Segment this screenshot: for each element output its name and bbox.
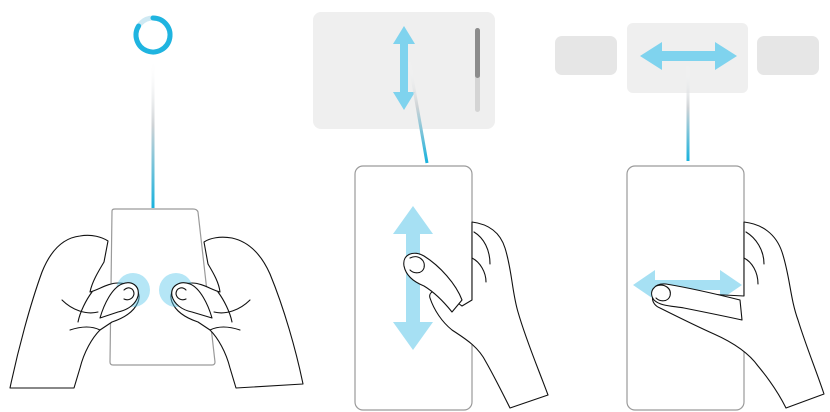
leader-line bbox=[686, 64, 690, 161]
handheld-device bbox=[109, 208, 216, 366]
horizontal-scroll-arrow-icon bbox=[640, 42, 737, 70]
panel-vertical-swipe bbox=[313, 12, 549, 411]
horizontal-swipe-arrow-icon bbox=[633, 270, 742, 300]
leader-line bbox=[151, 58, 155, 208]
ring-indicator-progress bbox=[133, 15, 173, 55]
swipe-thumbnail bbox=[655, 284, 671, 302]
carousel-item-prev bbox=[555, 36, 617, 75]
panel-horizontal-swipe bbox=[555, 23, 825, 411]
vertical-scroll-arrow-icon bbox=[393, 26, 415, 110]
left-thumb bbox=[99, 282, 139, 319]
swipe-thumbnail bbox=[409, 256, 425, 274]
left-hand-fold bbox=[61, 291, 101, 331]
swipe-thumb bbox=[403, 252, 463, 313]
right-hand bbox=[170, 236, 304, 389]
holding-hand-fold bbox=[743, 231, 765, 285]
swipe-thumb bbox=[651, 283, 743, 321]
right-thumb bbox=[171, 282, 213, 319]
scrollbar-thumb bbox=[475, 28, 480, 78]
left-thumbnail bbox=[123, 287, 135, 301]
right-hand-fold bbox=[209, 291, 251, 331]
panel-two-thumb-press bbox=[9, 15, 304, 389]
holding-hand-fold bbox=[471, 231, 491, 283]
carousel-item-next bbox=[757, 36, 819, 75]
right-thumbnail bbox=[175, 287, 187, 301]
leader-line bbox=[407, 59, 429, 164]
left-hand bbox=[9, 234, 140, 389]
